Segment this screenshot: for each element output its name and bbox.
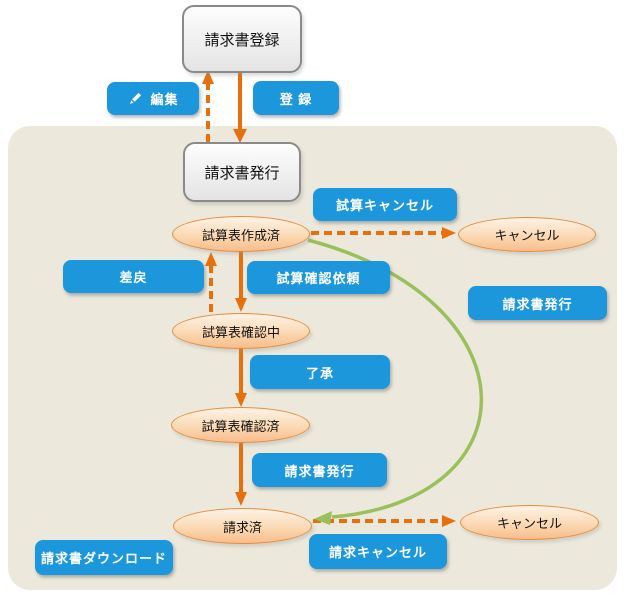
state-trial-checked-label: 試算表確認済 xyxy=(201,418,280,434)
state-cancel-bottom-label: キャンセル xyxy=(496,516,562,531)
state-billed: 請求済 xyxy=(173,508,312,544)
invoice-issue-button-right-label: 請求書発行 xyxy=(502,296,573,312)
node-invoice-issue: 請求書発行 xyxy=(183,142,301,202)
register-button[interactable]: 登 録 xyxy=(253,81,339,115)
invoice-issue-button-label: 請求書発行 xyxy=(284,463,355,479)
invoice-issue-button-right[interactable]: 請求書発行 xyxy=(468,286,607,320)
trial-cancel-button[interactable]: 試算キャンセル xyxy=(313,188,457,221)
trial-cancel-button-label: 試算キャンセル xyxy=(335,198,434,213)
state-trial-created-label: 試算表作成済 xyxy=(201,227,280,243)
edit-button-label: 編集 xyxy=(150,92,179,107)
send-back-button-label: 差戻 xyxy=(119,270,148,285)
billing-cancel-button-label: 請求キャンセル xyxy=(328,545,427,560)
pencil-icon xyxy=(127,90,144,107)
state-trial-checking-label: 試算表確認中 xyxy=(201,324,280,340)
approve-button-label: 了承 xyxy=(305,365,334,381)
state-trial-checked: 試算表確認済 xyxy=(171,407,310,443)
edit-button[interactable]: 編集 xyxy=(107,82,199,115)
node-invoice-register-label: 請求書登録 xyxy=(204,31,280,49)
state-cancel-top-label: キャンセル xyxy=(494,228,560,243)
billing-cancel-button[interactable]: 請求キャンセル xyxy=(309,534,447,569)
invoice-download-button-label: 請求書ダウンロード xyxy=(40,551,167,566)
state-cancel-bottom: キャンセル xyxy=(460,505,599,540)
register-button-label: 登 録 xyxy=(279,91,313,107)
trial-confirm-request-button[interactable]: 試算確認依頼 xyxy=(247,261,390,294)
invoice-issue-button[interactable]: 請求書発行 xyxy=(252,453,387,487)
trial-confirm-request-button-label: 試算確認依頼 xyxy=(276,271,361,286)
state-trial-created: 試算表作成済 xyxy=(172,216,310,252)
send-back-button[interactable]: 差戻 xyxy=(63,260,204,293)
node-invoice-register: 請求書登録 xyxy=(182,5,302,73)
approve-button[interactable]: 了承 xyxy=(250,355,390,389)
state-billed-label: 請求済 xyxy=(222,519,262,535)
state-trial-checking: 試算表確認中 xyxy=(172,313,310,349)
state-cancel-top: キャンセル xyxy=(458,217,596,252)
invoice-download-button[interactable]: 請求書ダウンロード xyxy=(35,540,173,575)
node-invoice-issue-label: 請求書発行 xyxy=(204,164,280,182)
